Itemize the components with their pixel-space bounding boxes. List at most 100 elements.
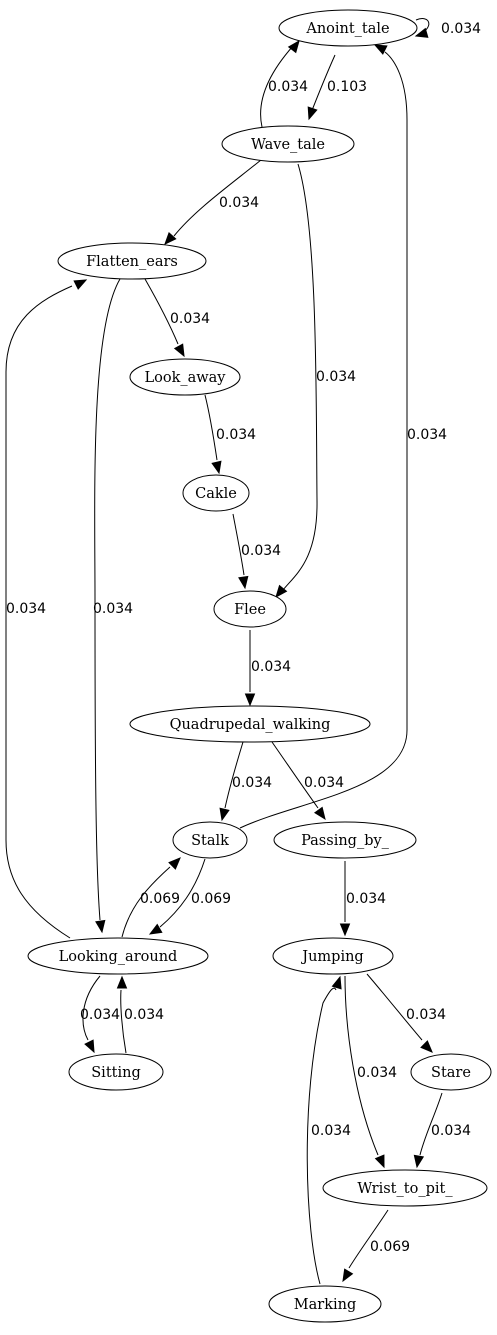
- edge-wave-to-flee: 0.034: [275, 163, 356, 599]
- node-wave: Wave_tale: [221, 125, 355, 163]
- node-label: Stare: [431, 1065, 471, 1081]
- edge-line: [173, 159, 262, 237]
- edge-line: [344, 975, 379, 1156]
- edge-label: 0.034: [406, 1007, 446, 1023]
- edge-label: 0.034: [268, 79, 308, 95]
- edge-label: 0.069: [140, 891, 180, 907]
- edge-line: [121, 866, 171, 938]
- node-marking: Marking: [268, 1285, 382, 1323]
- edge-arrowhead: [173, 343, 185, 358]
- edge-quad-to-stalk: 0.034: [219, 741, 272, 822]
- edge-arrowhead: [168, 857, 181, 870]
- node-label: Wave_tale: [251, 137, 325, 153]
- edge-jumping-to-stare: 0.034: [366, 973, 446, 1053]
- edge-label: 0.034: [170, 311, 210, 327]
- edge-line: [94, 278, 121, 921]
- node-sitting: Sitting: [68, 1053, 164, 1091]
- edge-line: [120, 989, 127, 1054]
- edge-label: 0.034: [93, 601, 133, 617]
- edges-layer: 0.034 0.103 0.034 0.034 0.034 0.034 0.034 0.034…: [5, 18, 481, 1285]
- node-label: Marking: [294, 1297, 356, 1313]
- node-ellipse: [172, 821, 248, 859]
- edge-line: [239, 51, 408, 829]
- node-anoint: Anoint_tale: [278, 9, 418, 47]
- nodes-layer: Anoint_taleWave_taleFlatten_earsLook_awa…: [27, 9, 492, 1323]
- node-ellipse: [410, 1053, 492, 1091]
- node-label: Anoint_tale: [305, 21, 389, 37]
- node-ellipse: [278, 9, 418, 47]
- node-looking: Looking_around: [27, 937, 209, 975]
- edge-arrowhead: [413, 1154, 425, 1169]
- edge-label: 0.034: [232, 775, 272, 791]
- node-cakle: Cakle: [182, 474, 250, 512]
- node-ellipse: [268, 1285, 382, 1323]
- node-ellipse: [272, 937, 394, 975]
- node-ellipse: [213, 590, 287, 628]
- node-label: Stalk: [191, 833, 229, 849]
- node-passing: Passing_by_: [273, 821, 417, 859]
- edge-arrowhead: [219, 807, 230, 822]
- node-ellipse: [221, 125, 355, 163]
- node-ellipse: [273, 821, 417, 859]
- edge-stalk-to-looking: 0.069: [148, 858, 231, 935]
- edge-arrowhead: [238, 575, 249, 590]
- node-label: Flatten_ears: [86, 254, 178, 270]
- edge-line: [159, 858, 206, 928]
- node-label: Passing_by_: [301, 833, 390, 849]
- edge-flatten-to-looking: 0.034: [93, 278, 133, 934]
- edge-arrowhead: [307, 106, 318, 121]
- edge-line: [282, 163, 318, 591]
- edge-arrowhead: [414, 27, 429, 38]
- edge-arrowhead: [374, 1154, 385, 1169]
- edge-line: [419, 1092, 443, 1156]
- edge-label: 0.034: [316, 369, 356, 385]
- node-ellipse: [129, 358, 241, 396]
- edge-arrowhead: [342, 1268, 354, 1283]
- edge-label: 0.034: [441, 21, 481, 37]
- edge-looking-to-sitting: 0.034: [80, 975, 120, 1054]
- edge-arrowhead: [287, 39, 300, 54]
- node-label: Wrist_to_pit_: [357, 1181, 453, 1197]
- node-ellipse: [68, 1053, 164, 1091]
- edge-label: 0.034: [241, 543, 281, 559]
- edge-line: [366, 973, 423, 1041]
- edge-looking-to-flatten: 0.034: [5, 279, 88, 939]
- edge-line: [82, 975, 101, 1041]
- edge-line: [232, 513, 245, 576]
- edge-line: [348, 1209, 389, 1269]
- node-flatten: Flatten_ears: [57, 242, 207, 280]
- edge-arrowhead: [148, 923, 163, 935]
- edge-anoint-to-anoint: 0.034: [414, 18, 481, 38]
- edge-label: 0.034: [357, 1065, 397, 1081]
- node-wrist: Wrist_to_pit_: [322, 1169, 488, 1207]
- node-ellipse: [182, 474, 250, 512]
- node-label: Quadrupedal_walking: [170, 717, 331, 733]
- edge-arrowhead: [164, 231, 177, 245]
- node-label: Flee: [234, 602, 266, 618]
- node-label: Cakle: [195, 486, 237, 502]
- edge-label: 0.069: [191, 891, 231, 907]
- edge-quad-to-passing: 0.034: [271, 741, 344, 821]
- edge-wave-to-flatten: 0.034: [164, 159, 262, 245]
- edge-label: 0.103: [327, 79, 367, 95]
- edge-label: 0.034: [80, 1007, 120, 1023]
- node-ellipse: [57, 242, 207, 280]
- edge-wave-to-anoint: 0.034: [260, 39, 308, 128]
- edge-flatten-to-lookaway: 0.034: [144, 278, 210, 358]
- edge-line: [260, 45, 294, 128]
- edge-flee-to-quad: 0.034: [244, 630, 291, 707]
- edge-label: 0.034: [304, 775, 344, 791]
- edge-arrowhead: [95, 919, 106, 934]
- edge-label: 0.034: [311, 1123, 351, 1139]
- edge-anoint-to-wave: 0.103: [307, 54, 367, 121]
- node-label: Look_away: [144, 370, 226, 386]
- edge-marking-to-jumping: 0.034: [306, 975, 351, 1285]
- edge-line: [306, 987, 337, 1285]
- node-label: Sitting: [91, 1065, 140, 1081]
- edge-line: [271, 741, 319, 809]
- edge-arrowhead: [84, 1039, 95, 1054]
- edge-line: [5, 285, 73, 939]
- edge-arrowhead: [211, 460, 222, 475]
- edge-label: 0.034: [6, 601, 46, 617]
